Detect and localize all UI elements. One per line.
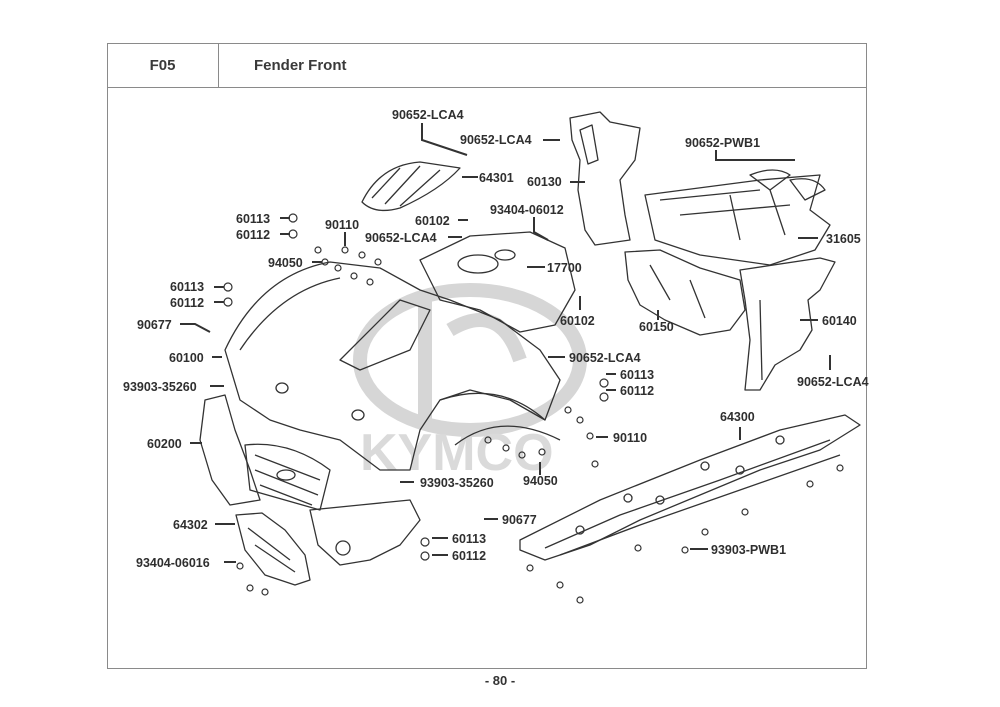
part-64300-underguard	[519, 414, 861, 561]
part-label-90677-a[interactable]: 90677	[137, 318, 172, 332]
part-label-93404-06016[interactable]: 93404-06016	[136, 556, 210, 570]
part-label-60100[interactable]: 60100	[169, 351, 204, 365]
part-label-60113-a[interactable]: 60113	[236, 212, 271, 226]
part-64302-guard	[235, 512, 311, 586]
part-label-90652-pwb1[interactable]: 90652-PWB1	[685, 136, 761, 150]
part-label-93903-35260-a[interactable]: 93903-35260	[123, 380, 197, 394]
part-label-90652-lca4-right[interactable]: 90652-LCA4	[797, 375, 869, 389]
part-label-90110-b[interactable]: 90110	[613, 431, 648, 445]
part-label-60150[interactable]: 60150	[639, 320, 674, 334]
kymco-watermark-text: KYMCO	[360, 424, 554, 482]
part-label-60200[interactable]: 60200	[147, 437, 182, 451]
part-label-94050-b[interactable]: 94050	[523, 474, 558, 488]
part-label-60102-a[interactable]: 60102	[415, 214, 450, 228]
part-label-93404-06012[interactable]: 93404-06012	[490, 203, 564, 217]
part-label-60113-b[interactable]: 60113	[170, 280, 205, 294]
part-label-64302[interactable]: 64302	[173, 518, 208, 532]
part-label-93903-35260-b[interactable]: 93903-35260	[420, 476, 494, 490]
part-label-60112-d[interactable]: 60112	[452, 549, 487, 563]
part-label-60102-b[interactable]: 60102	[560, 314, 595, 328]
part-64301-visor	[361, 161, 461, 212]
section-title: Fender Front	[254, 57, 347, 74]
leader-lines	[180, 123, 831, 563]
part-label-60130[interactable]: 60130	[527, 175, 562, 189]
part-label-60112-b[interactable]: 60112	[170, 296, 205, 310]
part-label-17700[interactable]: 17700	[547, 261, 582, 275]
part-label-90110-a[interactable]: 90110	[325, 218, 360, 232]
part-60150-liner	[624, 249, 746, 336]
part-label-94050-a[interactable]: 94050	[268, 256, 303, 270]
part-60100-fender	[224, 261, 561, 471]
part-label-90652-lca4-fender[interactable]: 90652-LCA4	[569, 351, 641, 365]
part-label-31605[interactable]: 31605	[826, 232, 861, 246]
part-label-90652-lca4-mid[interactable]: 90652-LCA4	[365, 231, 437, 245]
part-60200-bumper	[199, 394, 261, 506]
part-label-64301[interactable]: 64301	[479, 171, 514, 185]
part-label-90652-lca4-top[interactable]: 90652-LCA4	[392, 108, 464, 122]
part-label-60140[interactable]: 60140	[822, 314, 857, 328]
part-label-60112-c[interactable]: 60112	[620, 384, 655, 398]
part-31605-tray	[644, 174, 831, 266]
diagram-frame	[107, 43, 867, 669]
part-label-60113-c[interactable]: 60113	[620, 368, 655, 382]
part-17700-cover	[419, 231, 576, 333]
part-label-93903-pwb1[interactable]: 93903-PWB1	[711, 543, 787, 557]
fasteners	[223, 213, 844, 604]
part-60140-cover	[739, 257, 836, 391]
page-number: - 80 -	[484, 673, 516, 688]
part-label-90677-b[interactable]: 90677	[502, 513, 537, 527]
part-label-60113-d[interactable]: 60113	[452, 532, 487, 546]
part-label-60112-a[interactable]: 60112	[236, 228, 271, 242]
part-60200-grille	[244, 443, 331, 511]
part-label-64300[interactable]: 64300	[720, 410, 755, 424]
part-label-90652-lca4-visor[interactable]: 90652-LCA4	[460, 133, 532, 147]
part-60130-panel	[569, 111, 641, 246]
header-divider	[107, 87, 867, 88]
section-code: F05	[107, 43, 219, 88]
